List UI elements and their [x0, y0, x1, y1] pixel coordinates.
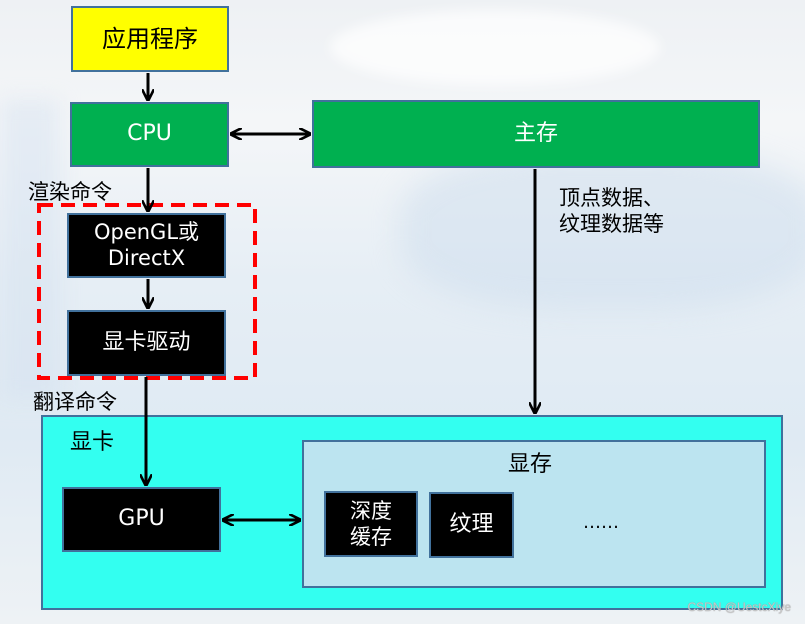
main-memory-label: 主存 [513, 120, 558, 146]
graphics-driver-label: 显卡驱动 [102, 329, 191, 355]
vertex-texture-data-label: 顶点数据、 纹理数据等 [559, 186, 664, 237]
more-items-ellipsis: …… [583, 512, 619, 533]
watermark: CSDN @UestcXiye [687, 600, 791, 614]
graphics-driver-node: 显卡驱动 [67, 310, 226, 376]
background-shape [0, 100, 60, 400]
texture-node: 纹理 [429, 492, 514, 558]
render-commands-label: 渲染命令 [28, 180, 112, 204]
background-shape [400, 150, 805, 310]
gpu-node: GPU [62, 487, 221, 552]
cpu-node: CPU [70, 102, 229, 167]
graphics-api-label: OpenGL或 DirectX [93, 220, 200, 270]
cpu-label: CPU [127, 121, 172, 147]
texture-label: 纹理 [449, 511, 494, 537]
graphics-api-node: OpenGL或 DirectX [67, 213, 226, 278]
main-memory-node: 主存 [312, 100, 760, 168]
gpu-label: GPU [118, 506, 165, 532]
graphics-card-label: 显卡 [70, 430, 115, 455]
depth-buffer-label: 深度 缓存 [350, 498, 392, 549]
application-label: 应用程序 [102, 24, 198, 53]
application-node: 应用程序 [71, 6, 229, 72]
background-highlight [330, 10, 660, 85]
translated-commands-label: 翻译命令 [33, 390, 117, 414]
depth-buffer-node: 深度 缓存 [324, 491, 418, 557]
vram-label: 显存 [508, 452, 553, 477]
